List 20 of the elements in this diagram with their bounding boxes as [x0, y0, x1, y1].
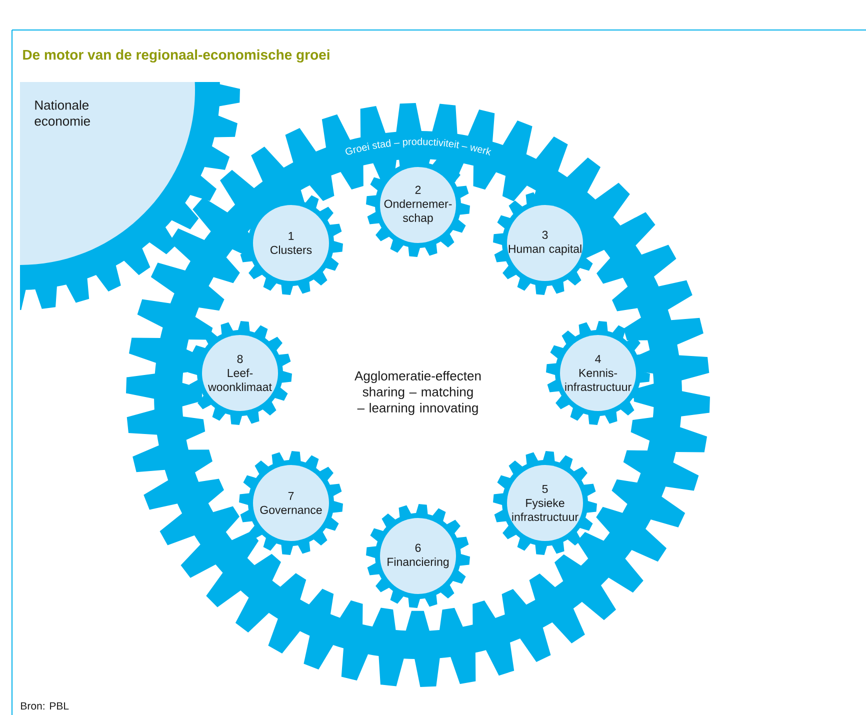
node-label: Kennis-infrastructuur: [565, 368, 632, 392]
node-label: 3: [542, 230, 548, 239]
node-label: 4: [595, 354, 601, 363]
node-label: 2: [415, 186, 421, 194]
node-label: Ondernemer-schap: [384, 199, 452, 224]
node-label: Leef-woonklimaat: [208, 368, 272, 392]
gear: 6 Financiering: [366, 504, 470, 608]
source-note: Bron: PBL: [21, 702, 69, 710]
node-label: Clusters: [270, 246, 312, 254]
title: De motor van de regionaal-economische groei: [23, 49, 330, 63]
gear: 1 Clusters: [239, 191, 343, 295]
node-label: 8: [237, 354, 243, 364]
gear: 5 Fysieke infrastructuur: [493, 451, 597, 555]
gear: 4 Kennis-infrastructuur: [546, 321, 650, 425]
gear: 3 Human capital: [493, 191, 597, 295]
gear: 7 Governance: [239, 451, 343, 555]
gear: 8 Leef-woonklimaat: [188, 321, 292, 425]
node-label: Human capital: [508, 244, 582, 256]
gear: 2 Ondernemer-schap: [366, 153, 470, 257]
node-label: 1: [288, 232, 294, 240]
